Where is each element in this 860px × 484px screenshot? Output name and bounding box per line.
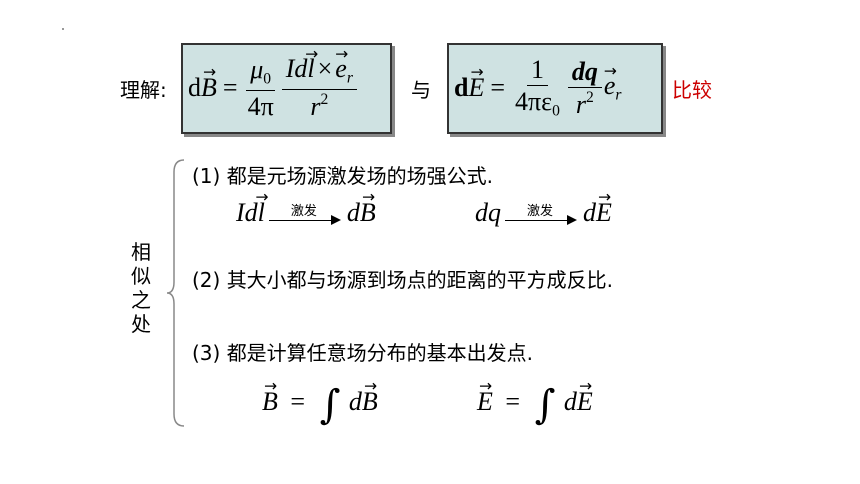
integral-e-rhs: dE [564, 387, 593, 416]
integral-b-equals: = [290, 387, 306, 416]
e-sub: r [346, 69, 353, 87]
integral-b: B = ∫ dB [262, 382, 378, 428]
mu-sub: 0 [263, 70, 272, 88]
lhs-de: dE [454, 73, 484, 103]
side-label: 相 似 之 处 [131, 240, 151, 336]
epsilon-sub: 0 [552, 102, 560, 120]
four-pi: 4π [247, 91, 274, 121]
excitation-b: Idl 激发 dB [236, 198, 376, 228]
biot-savart-formula: dB = μ0 4π Idl×er r2 [188, 51, 357, 125]
r-sup-2: 2 [586, 89, 594, 107]
side-char-2: 似 [131, 264, 151, 288]
source-e: dq [475, 198, 501, 227]
er-sub: r [615, 86, 622, 104]
coulomb-constant-fraction: 1 4πε0 [511, 56, 564, 120]
r-symbol-2: r [575, 89, 587, 119]
side-char-4: 处 [131, 312, 151, 336]
mu-fraction: μ0 4π [244, 56, 278, 120]
d-bold: d [454, 73, 469, 102]
left-brace [166, 159, 185, 427]
mu-symbol: μ [250, 54, 264, 84]
dq: dq [567, 57, 602, 89]
connector-text: 与 [411, 78, 431, 102]
target-b: dB [347, 198, 376, 228]
target-e: dE [583, 198, 612, 228]
times-sign: × [317, 54, 333, 84]
similarity-item-3: (3) 都是计算任意场分布的基本出发点. [192, 341, 534, 365]
unit-vector-er: er [604, 71, 622, 104]
excite-label-b: 激发 [290, 203, 317, 219]
compare-label: 比较 [672, 78, 712, 102]
similarity-item-1: (1) 都是元场源激发场的场强公式. [192, 164, 494, 188]
source-b: Idl [236, 198, 265, 228]
understand-label: 理解: [120, 78, 167, 102]
similarity-item-2: (2) 其大小都与场源到场点的距离的平方成反比. [192, 268, 614, 292]
corner-dot [62, 28, 64, 30]
vec-e-unit: e [604, 71, 616, 101]
excite-arrow-e: 激发 [505, 203, 577, 224]
one: 1 [526, 56, 548, 87]
equals-sign-2: = [490, 73, 506, 102]
vec-b: B [201, 73, 217, 103]
r-sup: 2 [320, 91, 329, 109]
coulomb-formula: dE = 1 4πε0 dq r2 er [454, 51, 622, 125]
integral-b-lhs: B [262, 387, 278, 417]
id-text: Id [285, 54, 308, 84]
integral-e-lhs: E [477, 387, 493, 417]
vec-e-field: E [468, 73, 484, 103]
vec-e: e [335, 55, 347, 83]
charge-fraction: dq r2 [567, 57, 602, 119]
side-char-3: 之 [131, 288, 151, 312]
integral-e: E = ∫ dE [477, 382, 593, 428]
integral-e-equals: = [505, 387, 521, 416]
integral-sign-b: ∫ [319, 382, 341, 428]
r-symbol: r [310, 92, 321, 122]
equals-sign: = [222, 73, 238, 102]
vec-l: l [307, 55, 314, 83]
excite-arrow-b: 激发 [268, 203, 341, 224]
lhs-db: dB [188, 73, 217, 103]
integral-sign-e: ∫ [534, 382, 556, 428]
integral-b-rhs: dB [349, 387, 378, 416]
side-char-1: 相 [131, 240, 151, 264]
excite-label-e: 激发 [526, 203, 553, 219]
four-pi-epsilon: 4πε [515, 87, 553, 117]
current-element-fraction: Idl×er r2 [281, 54, 357, 122]
excitation-e: dq 激发 dE [475, 198, 612, 228]
